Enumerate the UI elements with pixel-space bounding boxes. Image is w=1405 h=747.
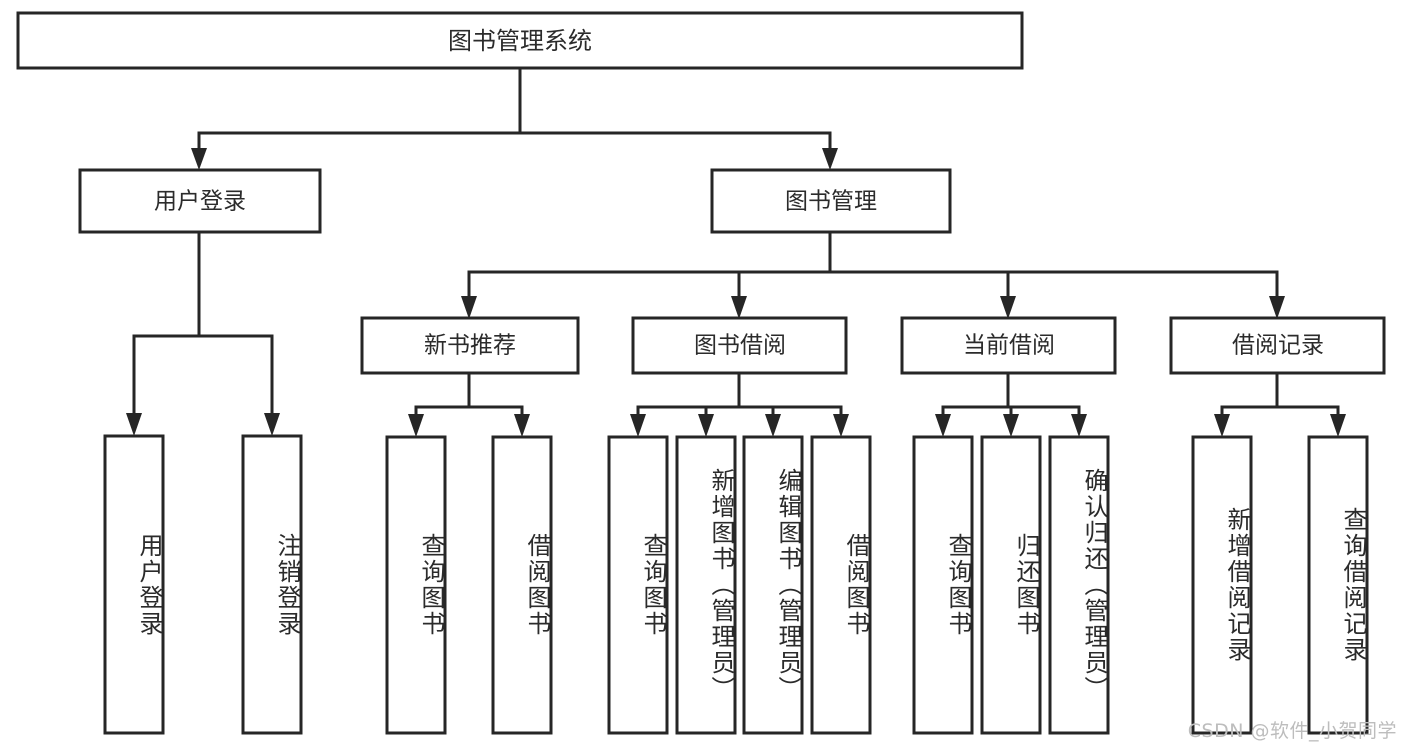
node-root-label: 图书管理系统	[448, 27, 592, 55]
leaf-box-user-login[interactable]	[103, 434, 165, 735]
node-book-borrow-label: 图书借阅	[694, 333, 786, 359]
node-borrow-record-label: 借阅记录	[1232, 333, 1324, 359]
node-current-borrow[interactable]	[900, 316, 1117, 375]
node-new-book-recommend-label: 新书推荐	[424, 333, 516, 359]
node-book-management[interactable]	[710, 168, 952, 234]
node-book-borrow[interactable]	[631, 316, 848, 375]
node-current-borrow-label: 当前借阅	[963, 333, 1055, 359]
node-layer: 图书管理系统 用户登录 图书管理 新书推荐 图书借阅 当前借阅 借阅记录	[16, 11, 1386, 735]
arrow-borrow-l3	[765, 414, 781, 437]
leaf-box-confirm-return-admin[interactable]	[1048, 435, 1110, 735]
arrow-bookmgmt-n1	[461, 296, 477, 319]
arrow-record-l1	[1214, 414, 1230, 437]
leaf-box-query-book-1[interactable]	[385, 435, 447, 735]
arrow-newbook-l2	[514, 414, 530, 437]
node-book-management-label: 图书管理	[785, 189, 877, 215]
arrow-borrow-l4	[833, 414, 849, 437]
arrow-current-l1	[935, 414, 951, 437]
arrow-current-l2	[1003, 414, 1019, 437]
arrow-current-l3	[1071, 414, 1087, 437]
arrow-borrow-l1	[630, 414, 646, 437]
arrow-borrow-l2	[698, 414, 714, 437]
arrow-login-leaf2	[264, 413, 280, 436]
leaf-box-add-book-admin[interactable]	[675, 435, 737, 735]
node-new-book-recommend[interactable]	[360, 316, 580, 375]
arrow-login-leaf1	[126, 413, 142, 436]
node-user-login-label: 用户登录	[154, 189, 246, 215]
arrow-root-to-bookmgmt	[822, 148, 838, 170]
node-borrow-record[interactable]	[1169, 316, 1386, 375]
arrow-bookmgmt-n3	[1000, 296, 1016, 319]
leaf-box-add-borrow-record[interactable]	[1191, 435, 1253, 735]
node-root[interactable]	[16, 11, 1024, 70]
arrow-bookmgmt-n2	[731, 296, 747, 319]
arrow-root-to-login	[191, 148, 207, 170]
leaf-box-logout[interactable]	[241, 434, 303, 735]
leaf-box-return-book[interactable]	[980, 435, 1042, 735]
leaf-box-borrow-book-2[interactable]	[810, 435, 872, 735]
arrow-newbook-l1	[408, 414, 424, 437]
csdn-watermark: CSDN @软件_小贺同学	[1187, 720, 1397, 742]
leaf-box-borrow-book-1[interactable]	[491, 435, 553, 735]
leaf-box-query-book-3[interactable]	[912, 435, 974, 735]
node-user-login[interactable]	[78, 168, 322, 234]
arrow-record-l2	[1330, 414, 1346, 437]
leaf-box-query-book-2[interactable]	[607, 435, 669, 735]
leaf-box-edit-book-admin[interactable]	[742, 435, 804, 735]
leaf-box-query-borrow-record[interactable]	[1307, 435, 1369, 735]
arrow-bookmgmt-n4	[1269, 296, 1285, 319]
connector-layer	[126, 66, 1346, 437]
